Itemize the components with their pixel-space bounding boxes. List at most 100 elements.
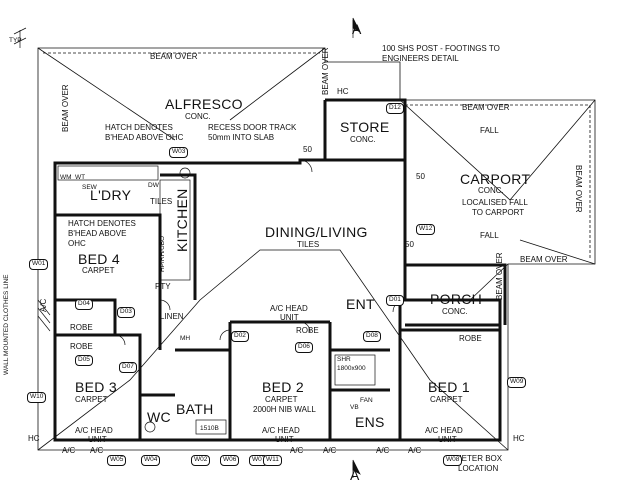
tag-w06: W06: [220, 455, 240, 466]
shower: [334, 354, 376, 386]
laundry-bench: [57, 165, 159, 181]
room-bath: BATH: [176, 401, 214, 417]
room-dining-living: DINING/LIVING: [265, 224, 368, 240]
tag-w11: W11: [263, 455, 282, 466]
ac-head-bed1: A/C HEAD: [425, 426, 463, 435]
mh-label: MH: [180, 335, 191, 342]
room-wc: WC: [147, 409, 171, 425]
room-alfresco: ALFRESCO: [165, 96, 243, 112]
hc-top: HC: [337, 87, 349, 96]
beam-over-left: BEAM OVER: [61, 84, 70, 132]
room-alfresco-finish: CONC.: [185, 112, 211, 121]
tag-w01: W01: [29, 259, 49, 270]
roof-outline: [37, 47, 596, 451]
room-kitchen: KITCHEN: [174, 188, 190, 252]
section-arrow-top: [352, 17, 361, 33]
room-bed3: BED 3: [75, 379, 117, 395]
room-dining-living-finish: TILES: [297, 240, 320, 249]
wm-label: WM: [60, 174, 72, 181]
hc-bottom-left: HC: [28, 434, 40, 443]
ac-unit-bed2-top: UNIT: [280, 313, 299, 322]
shr-label: SHR: [337, 356, 351, 363]
room-entry: ENT: [346, 296, 375, 312]
eave-line: [43, 52, 591, 259]
wc-pan: [144, 421, 156, 433]
room-bed1: BED 1: [428, 379, 470, 395]
tag-w10: W10: [27, 392, 47, 403]
room-ens: ENS: [355, 414, 385, 430]
tag-d03: D03: [117, 307, 135, 318]
linen-label: LINEN: [160, 312, 184, 321]
tag-d05: D05: [75, 355, 93, 366]
roof-hips: [37, 47, 596, 451]
room-bed4-finish: CARPET: [82, 266, 115, 275]
room-bed2-finish: CARPET: [265, 395, 298, 404]
store-walls: [323, 98, 407, 160]
fall-arrow-top: FALL: [480, 126, 499, 135]
room-store-finish: CONC.: [350, 135, 376, 144]
beam-over-carport-right: BEAM OVER: [574, 165, 583, 213]
tag-w03: W03: [169, 147, 189, 158]
room-laundry-finish: TILES: [150, 197, 173, 206]
dim-50-a: 50: [303, 145, 312, 154]
tag-d01: D01: [386, 295, 404, 306]
room-porch: PORCH: [430, 291, 483, 307]
ac-ext-3: A/C: [290, 446, 304, 455]
ac-unit-bed3: UNIT: [88, 435, 107, 444]
post-note-line2: ENGINEERS DETAIL: [382, 54, 459, 63]
kitchen-bench: [159, 179, 191, 281]
porch-walls: [405, 263, 507, 327]
tag-w08: W08: [443, 455, 463, 466]
clothes-line-hatch: [37, 299, 51, 332]
ac-head-bed2: A/C HEAD: [262, 426, 300, 435]
recess-note-line1: RECESS DOOR TRACK: [208, 123, 297, 132]
fall-arrow-bottom: FALL: [480, 231, 499, 240]
hatch2-note-line2: B'HEAD ABOVE: [68, 229, 127, 238]
ac-ext-6: A/C: [408, 446, 422, 455]
sink-symbol: [179, 167, 191, 179]
ac-unit-bed1: UNIT: [438, 435, 457, 444]
beam-over-top: BEAM OVER: [150, 52, 198, 61]
tag-d04: D04: [75, 299, 93, 310]
door-swings: [114, 159, 406, 346]
tag-d08: D08: [363, 331, 381, 342]
beam-over-porch: BEAM OVER: [495, 252, 504, 300]
tag-d06: D06: [295, 342, 313, 353]
tag-w02: W02: [191, 455, 211, 466]
room-bed4: BED 4: [78, 251, 120, 267]
tag-w09: W09: [507, 377, 527, 388]
bath-size-label: 1510B: [200, 425, 219, 432]
tag-d12: D12: [386, 103, 404, 114]
robe-bed1: ROBE: [459, 334, 482, 343]
robe-bed4: ROBE: [70, 323, 93, 332]
section-a-top: A: [352, 21, 362, 37]
clothes-line-label: WALL MOUNTED CLOTHES LINE: [3, 274, 10, 375]
typ-label: TYP: [9, 37, 22, 44]
ac-ext-2: A/C: [90, 446, 104, 455]
section-a-bottom: A: [350, 467, 360, 483]
dim-50-c: 50: [405, 240, 414, 249]
room-bed1-finish: CARPET: [430, 395, 463, 404]
localised-note-line2: TO CARPORT: [472, 208, 525, 217]
tag-d02: D02: [231, 331, 249, 342]
bath-tub: [195, 419, 227, 435]
hatch2-note-line1: HATCH DENOTES: [68, 219, 136, 228]
room-store: STORE: [340, 119, 390, 135]
dim-50-b: 50: [416, 172, 425, 181]
meter-box-line2: LOCATION: [458, 464, 499, 473]
dimension-ticks: [13, 27, 27, 48]
localised-note-line1: LOCALISED FALL: [462, 198, 528, 207]
beam-over-carport-bottom: BEAM OVER: [520, 255, 568, 264]
robe-bed3: ROBE: [70, 342, 93, 351]
room-carport: CARPORT: [460, 171, 531, 187]
wt-label: WT: [75, 174, 86, 181]
ac-head-bed2-top: A/C HEAD: [270, 304, 308, 313]
room-bed2: BED 2: [262, 379, 304, 395]
sew-label: SEW: [82, 184, 97, 191]
shr-size-label: 1800x900: [337, 365, 366, 372]
section-arrow-bottom: [352, 459, 361, 475]
tag-w04: W04: [141, 455, 161, 466]
ac-ext-5: A/C: [376, 446, 390, 455]
